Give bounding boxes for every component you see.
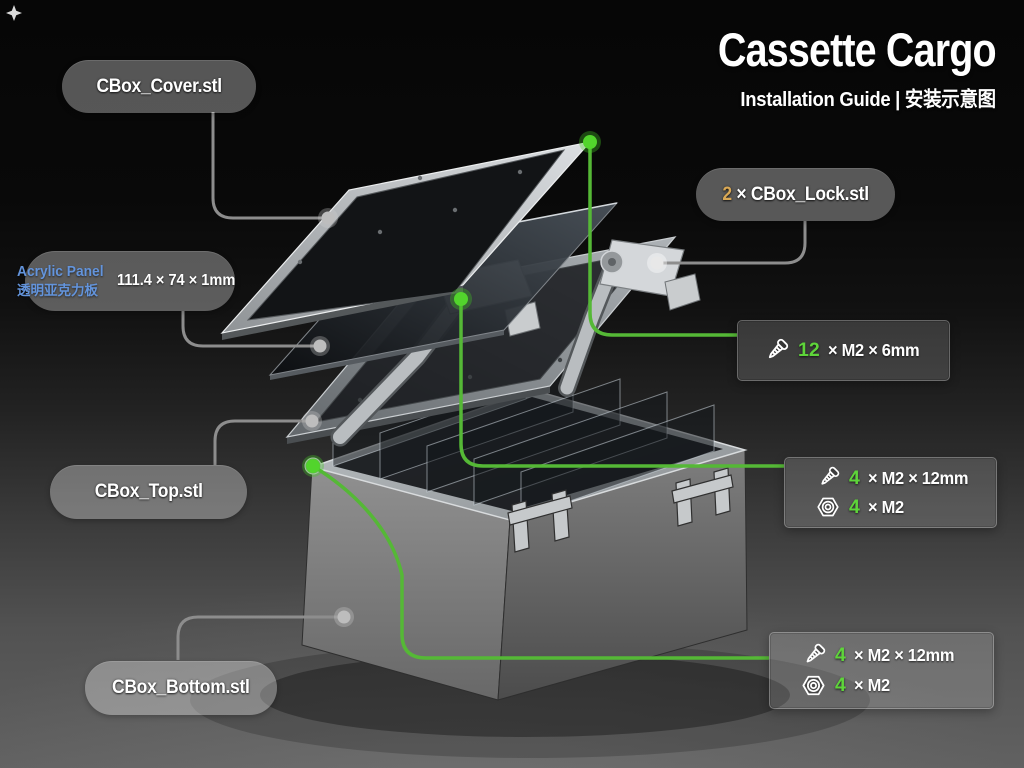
logo-mark [6, 5, 22, 21]
label-cbox-cover: CBox_Cover.stl [62, 60, 256, 113]
label-cbox-lock: 2× CBox_Lock.stl [696, 168, 895, 221]
screw-icon [800, 642, 827, 669]
nut-icon [800, 672, 827, 699]
hardware-box-hinge-screws: 4 × M2 × 12mm 4 × M2 [784, 457, 997, 528]
floor-shadow [190, 642, 870, 758]
acrylic-name-zh: 透明亚克力板 [17, 282, 99, 298]
title-block: Cassette Cargo Installation Guide | 安装示意… [665, 23, 997, 112]
hinge-screws-spec: × M2 × 12mm [867, 467, 969, 488]
hinge-screws-qty: 4 [849, 466, 860, 489]
hinge-screws-connector-line [459, 299, 784, 468]
screw-icon [762, 337, 790, 365]
lid-screws-connector-line [588, 142, 737, 337]
latch-right-pair [671, 467, 734, 527]
base-screws-spec: × M2 × 12mm [853, 645, 955, 665]
screw-icon [815, 465, 841, 491]
base-screws-qty: 4 [835, 644, 846, 666]
cover-label-text: CBox_Cover.stl [96, 75, 222, 97]
lock-connector-line [657, 221, 807, 265]
lid-screws-spec: × M2 × 6mm [827, 340, 920, 360]
label-cbox-bottom: CBox_Bottom.stl [85, 661, 277, 715]
hardware-box-lid-screws: 12 × M2 × 6mm [737, 320, 950, 381]
base-nuts-qty: 4 [835, 674, 846, 696]
page-title: Cassette Cargo [718, 23, 997, 76]
label-acrylic-panel: Acrylic Panel 透明亚克力板 111.4 × 74 × 1mm [17, 251, 236, 311]
hinge-nuts-spec: × M2 [867, 496, 904, 517]
base-screws-connector-line [312, 464, 769, 660]
acrylic-name-en: Acrylic Panel [17, 264, 104, 281]
lid-screws-qty: 12 [798, 339, 820, 361]
gray-connectors [176, 112, 807, 660]
cover-frame-model [220, 141, 592, 340]
page-subtitle: Installation Guide | 安装示意图 [740, 88, 997, 111]
gray-connector-dots [302, 208, 667, 627]
acrylic-connector-line [181, 311, 320, 348]
top-connector-line [213, 419, 312, 465]
nut-icon [815, 494, 841, 520]
lock-label-text: × CBox_Lock.stl [736, 183, 869, 205]
label-cbox-top: CBox_Top.stl [50, 465, 247, 519]
bottom-connector-line [176, 615, 344, 660]
bottom-label-text: CBox_Bottom.stl [112, 677, 250, 698]
hardware-box-base-screws: 4 × M2 × 12mm 4 × M2 [769, 632, 994, 709]
base-nuts-spec: × M2 [853, 675, 890, 695]
hinge-nuts-qty: 4 [849, 495, 860, 518]
top-label-text: CBox_Top.stl [94, 481, 203, 502]
green-connectors [312, 142, 784, 660]
cover-connector-line [211, 112, 328, 220]
acrylic-dimensions: 111.4 × 74 × 1mm [117, 272, 236, 289]
lock-quantity: 2 [722, 183, 732, 205]
green-connector-dots [302, 131, 601, 477]
latch-left-pair [507, 489, 573, 553]
